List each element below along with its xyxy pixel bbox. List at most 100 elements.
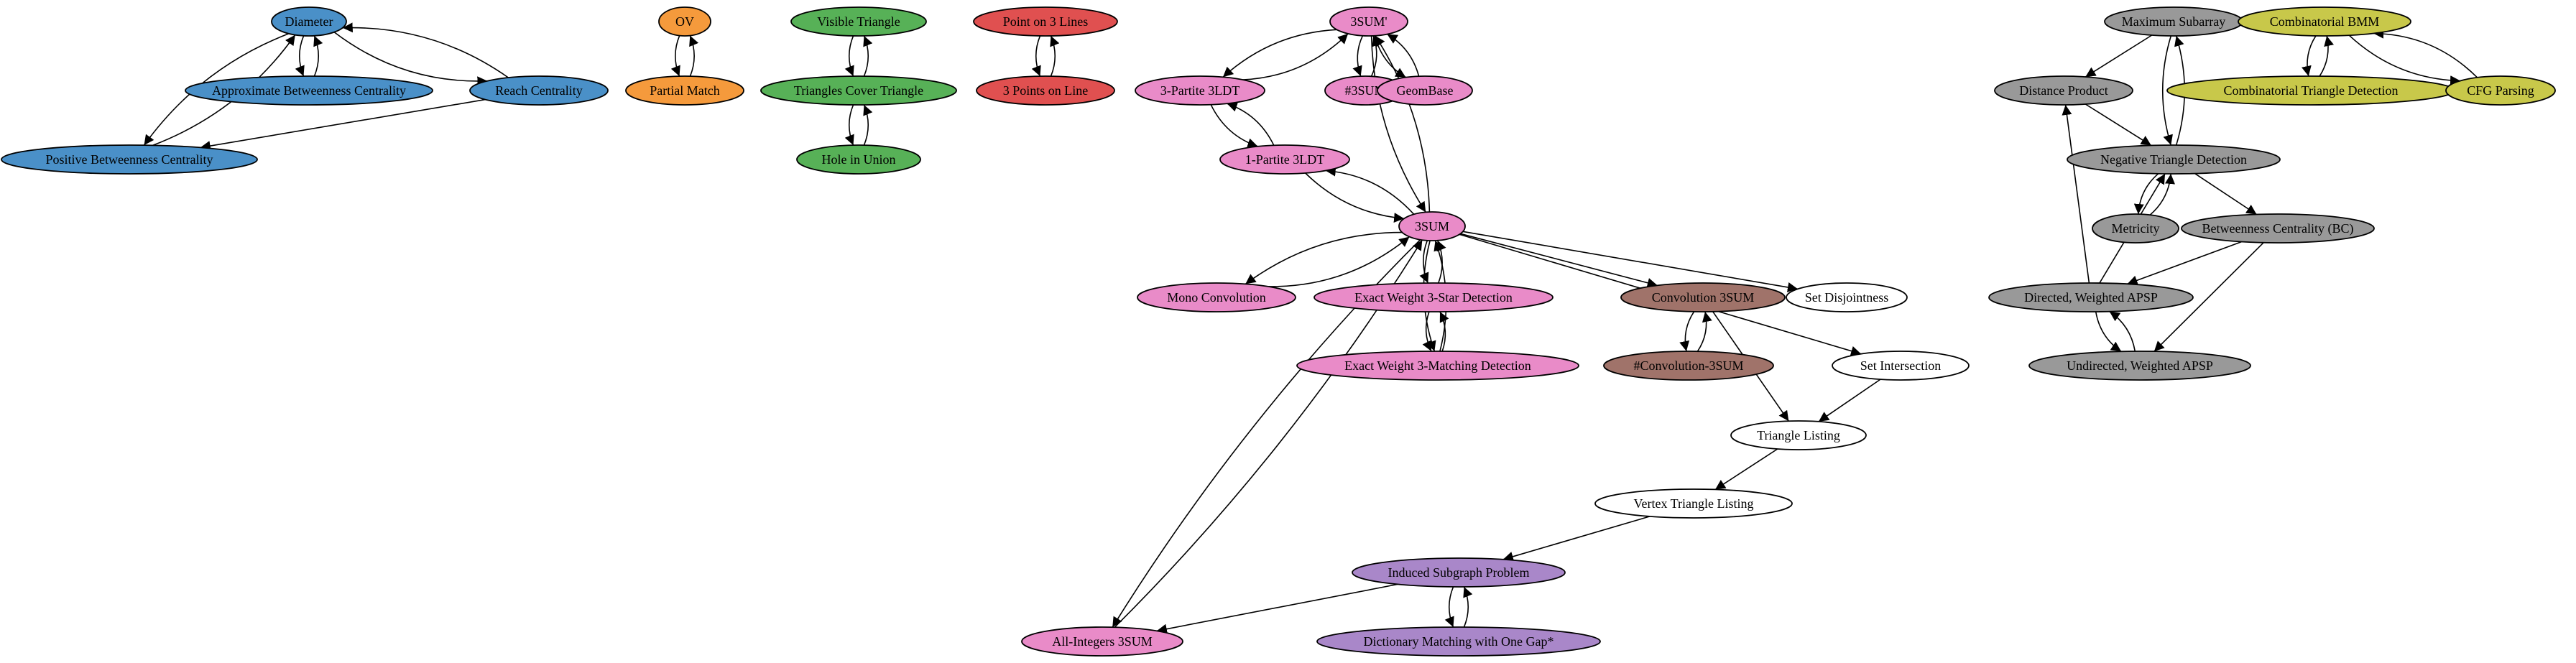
edge-diameter-to-reach	[333, 32, 488, 87]
node-shape	[1377, 75, 1473, 106]
node-label: Combinatorial Triangle Detection	[2224, 83, 2399, 98]
node-shape	[271, 6, 347, 37]
node-label: Induced Subgraph Problem	[1388, 565, 1530, 580]
node-shape	[625, 75, 744, 106]
edge-tricover-to-vistri	[863, 35, 873, 77]
node-shape	[1620, 282, 1786, 312]
edge-onepartite-to-s3sum	[1305, 172, 1405, 223]
node-label: 1-Partite 3LDT	[1245, 152, 1324, 167]
node-ew3match: Exact Weight 3-Matching Detection	[1296, 351, 1579, 381]
node-shape	[1316, 626, 1601, 657]
node-label: Maximum Subarray	[2122, 14, 2225, 29]
node-sharpconv: #Convolution-3SUM	[1603, 351, 1774, 381]
node-shape	[2181, 213, 2375, 244]
node-label: Betweenness Centrality (BC)	[2202, 221, 2354, 236]
node-label: Visible Triangle	[817, 14, 900, 29]
edge-dictmatch-to-induced	[1463, 586, 1473, 628]
node-shape	[1594, 488, 1793, 519]
node-tricover: Triangles Cover Triangle	[760, 75, 957, 106]
edge-vtrilist-to-induced	[1502, 516, 1651, 562]
node-label: Partial Match	[650, 83, 719, 98]
node-label: Mono Convolution	[1167, 290, 1266, 305]
node-distprod: Distance Product	[1994, 75, 2133, 106]
node-label: Set Intersection	[1860, 358, 1941, 373]
node-label: Vertex Triangle Listing	[1634, 496, 1754, 511]
node-tripartite: 3-Partite 3LDT	[1135, 75, 1265, 106]
edge-abc-to-diameter	[313, 35, 323, 77]
node-label: #3SUM	[1344, 83, 1385, 98]
node-shape	[469, 75, 609, 106]
node-shape	[1730, 420, 1867, 450]
edge-p3l-to-p3line	[1031, 35, 1041, 77]
edge-bc-to-uwapsp	[2153, 242, 2264, 352]
node-label: Hole in Union	[822, 152, 896, 167]
node-uwapsp: Undirected, Weighted APSP	[2028, 351, 2251, 381]
edge-dwapsp-to-distprod	[2062, 104, 2090, 284]
node-induced: Induced Subgraph Problem	[1352, 557, 1566, 588]
node-shape	[2028, 351, 2251, 381]
node-label: CFG Parsing	[2467, 83, 2534, 98]
edge-diameter-to-abc	[295, 35, 305, 77]
node-cbmm: Combinatorial BMM	[2238, 6, 2411, 37]
edge-s3sum-to-s3sumprime	[1375, 35, 1431, 213]
node-pbc: Positive Betweenness Centrality	[1, 144, 258, 175]
node-shape	[796, 144, 921, 175]
edge-p3line-to-p3l	[1050, 35, 1060, 77]
edge-s3sum-to-onepartite	[1325, 166, 1415, 215]
node-ov: OV	[658, 6, 711, 37]
node-dictmatch: Dictionary Matching with One Gap*	[1316, 626, 1601, 657]
node-negtri: Negative Triangle Detection	[2067, 144, 2281, 175]
node-shape	[1988, 282, 2194, 312]
node-shape	[1137, 282, 1296, 312]
node-shape	[2092, 213, 2179, 244]
node-shape	[1832, 351, 1970, 381]
node-dwapsp: Directed, Weighted APSP	[1988, 282, 2194, 312]
node-diameter: Diameter	[271, 6, 347, 37]
node-shape	[1219, 144, 1350, 175]
node-vtrilist: Vertex Triangle Listing	[1594, 488, 1793, 519]
node-shape	[1352, 557, 1566, 588]
node-label: Convolution 3SUM	[1652, 290, 1755, 305]
edge-distprod-to-negtri	[2085, 103, 2152, 147]
edge-negtri-to-bc	[2194, 172, 2257, 215]
node-p3line: 3 Points on Line	[976, 75, 1115, 106]
edge-s3sum-to-monoconv	[1245, 231, 1403, 285]
edge-dwapsp-to-uwapsp	[2095, 311, 2122, 352]
node-shape	[1398, 211, 1466, 241]
node-label: GeomBase	[1397, 83, 1454, 98]
node-pmatch: Partial Match	[625, 75, 744, 106]
node-label: Point on 3 Lines	[1003, 14, 1089, 29]
node-shape	[1314, 282, 1554, 312]
edge-sharp3sum-to-s3sumprime	[1370, 35, 1382, 77]
edge-tripartite-to-s3sumprime	[1242, 33, 1349, 80]
node-label: Triangle Listing	[1757, 428, 1840, 442]
edge-cbmm-to-ctd	[2302, 35, 2317, 77]
node-label: Exact Weight 3-Matching Detection	[1344, 358, 1531, 373]
node-cfg: CFG Parsing	[2445, 75, 2556, 106]
edge-induced-to-allint	[1156, 583, 1398, 634]
edge-metricity-to-negtri	[2149, 173, 2175, 215]
edge-s3sum-to-setdisj	[1462, 231, 1799, 292]
node-setinter: Set Intersection	[1832, 351, 1970, 381]
edge-tricover-to-hole	[844, 104, 854, 146]
edge-onepartite-to-tripartite	[1227, 102, 1275, 146]
edge-s3sumprime-to-s3sum	[1370, 35, 1426, 213]
edge-bc-to-dwapsp	[2127, 241, 2243, 286]
node-onepartite: 1-Partite 3LDT	[1219, 144, 1350, 175]
edge-sharpconv-to-conv3sum	[1696, 311, 1712, 352]
node-label: 3SUM	[1415, 219, 1449, 233]
edge-pmatch-to-ov	[689, 35, 699, 77]
edge-s3sum-to-conv3sum	[1460, 233, 1658, 288]
node-label: #Convolution-3SUM	[1633, 358, 1743, 373]
node-shape	[1, 144, 258, 175]
node-label: Distance Product	[2019, 83, 2108, 98]
node-label: Exact Weight 3-Star Detection	[1354, 290, 1513, 305]
edge-reach-to-diameter	[342, 22, 509, 78]
node-shape	[2445, 75, 2556, 106]
node-shape	[790, 6, 927, 37]
edge-cfg-to-cbmm	[2373, 28, 2478, 78]
edge-ctd-to-cbmm	[2319, 35, 2334, 77]
node-label: Negative Triangle Detection	[2100, 152, 2247, 167]
node-shape	[1021, 626, 1183, 657]
